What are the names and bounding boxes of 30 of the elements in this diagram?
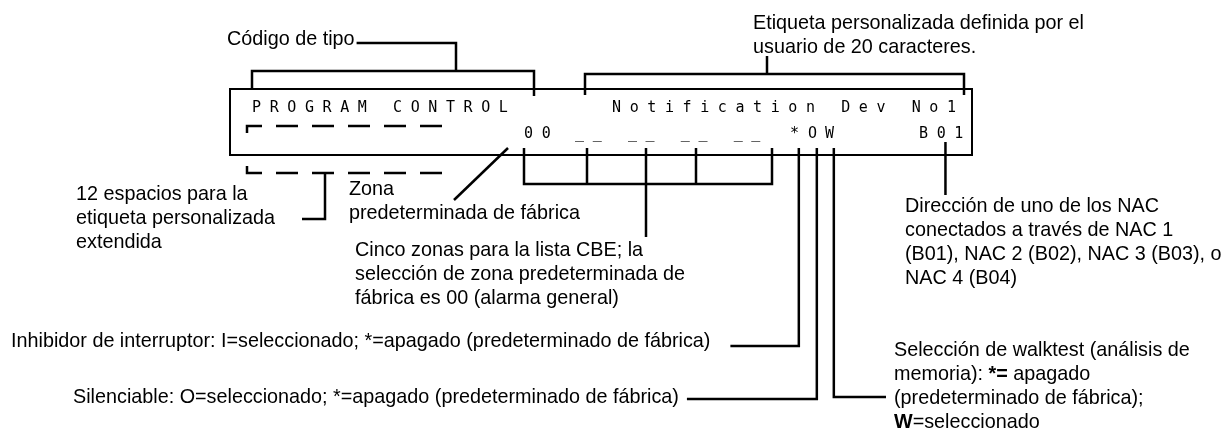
display-text: O — [808, 124, 826, 142]
annotation-text: Silenciable: O=seleccionado; *=apagado (predeterminado de fábrica) — [73, 384, 679, 408]
leader-line — [302, 174, 327, 221]
bracket — [523, 148, 773, 185]
display-text: PROGRAM CONTROL — [252, 98, 517, 116]
leader-line — [356, 41, 458, 70]
leader-line — [730, 148, 801, 348]
annotation-text: Cinco zonas para la lista CBE; la selección de zona predeterminada de fábrica es 00 (alarma general) — [355, 237, 717, 309]
annotation-text: Código de tipo — [227, 26, 355, 50]
annotation-text: Selección de walktest (análisis de memoria): *= apagado (predeterminado de fábrica); W=seleccionado — [894, 337, 1224, 430]
leader-line — [765, 56, 769, 73]
bracket — [584, 73, 965, 95]
display-text: B01 — [919, 124, 972, 142]
leader-line — [453, 147, 509, 201]
annotation-text: Dirección de uno de los NAC conectados a través de NAC 1 (B01), NAC 2 (B02), NAC 3 (B03), o NAC 4 (B04) — [905, 193, 1232, 289]
annotation-text: Etiqueta personalizada definida por el usuario de 20 caracteres. — [753, 10, 1123, 58]
display-text: * — [790, 124, 808, 142]
annotation-text: Zona predeterminada de fábrica — [349, 176, 609, 224]
display-text: Notification Dev No1 — [612, 98, 965, 116]
leader-line — [686, 148, 819, 401]
leader-line — [832, 148, 886, 399]
leader-line — [644, 185, 648, 237]
display-text: 00 — [524, 124, 560, 142]
display-text: W — [825, 124, 843, 142]
leader-line — [944, 142, 947, 195]
bracket — [251, 70, 535, 96]
annotation-text: 12 espacios para la etiqueta personalizada extendida — [76, 181, 300, 253]
display-text: __ __ __ __ — [575, 124, 769, 142]
lcd-display — [229, 88, 973, 156]
annotation-text: Inhibidor de interruptor: I=seleccionado; *=apagado (predeterminado de fábrica) — [11, 328, 711, 352]
